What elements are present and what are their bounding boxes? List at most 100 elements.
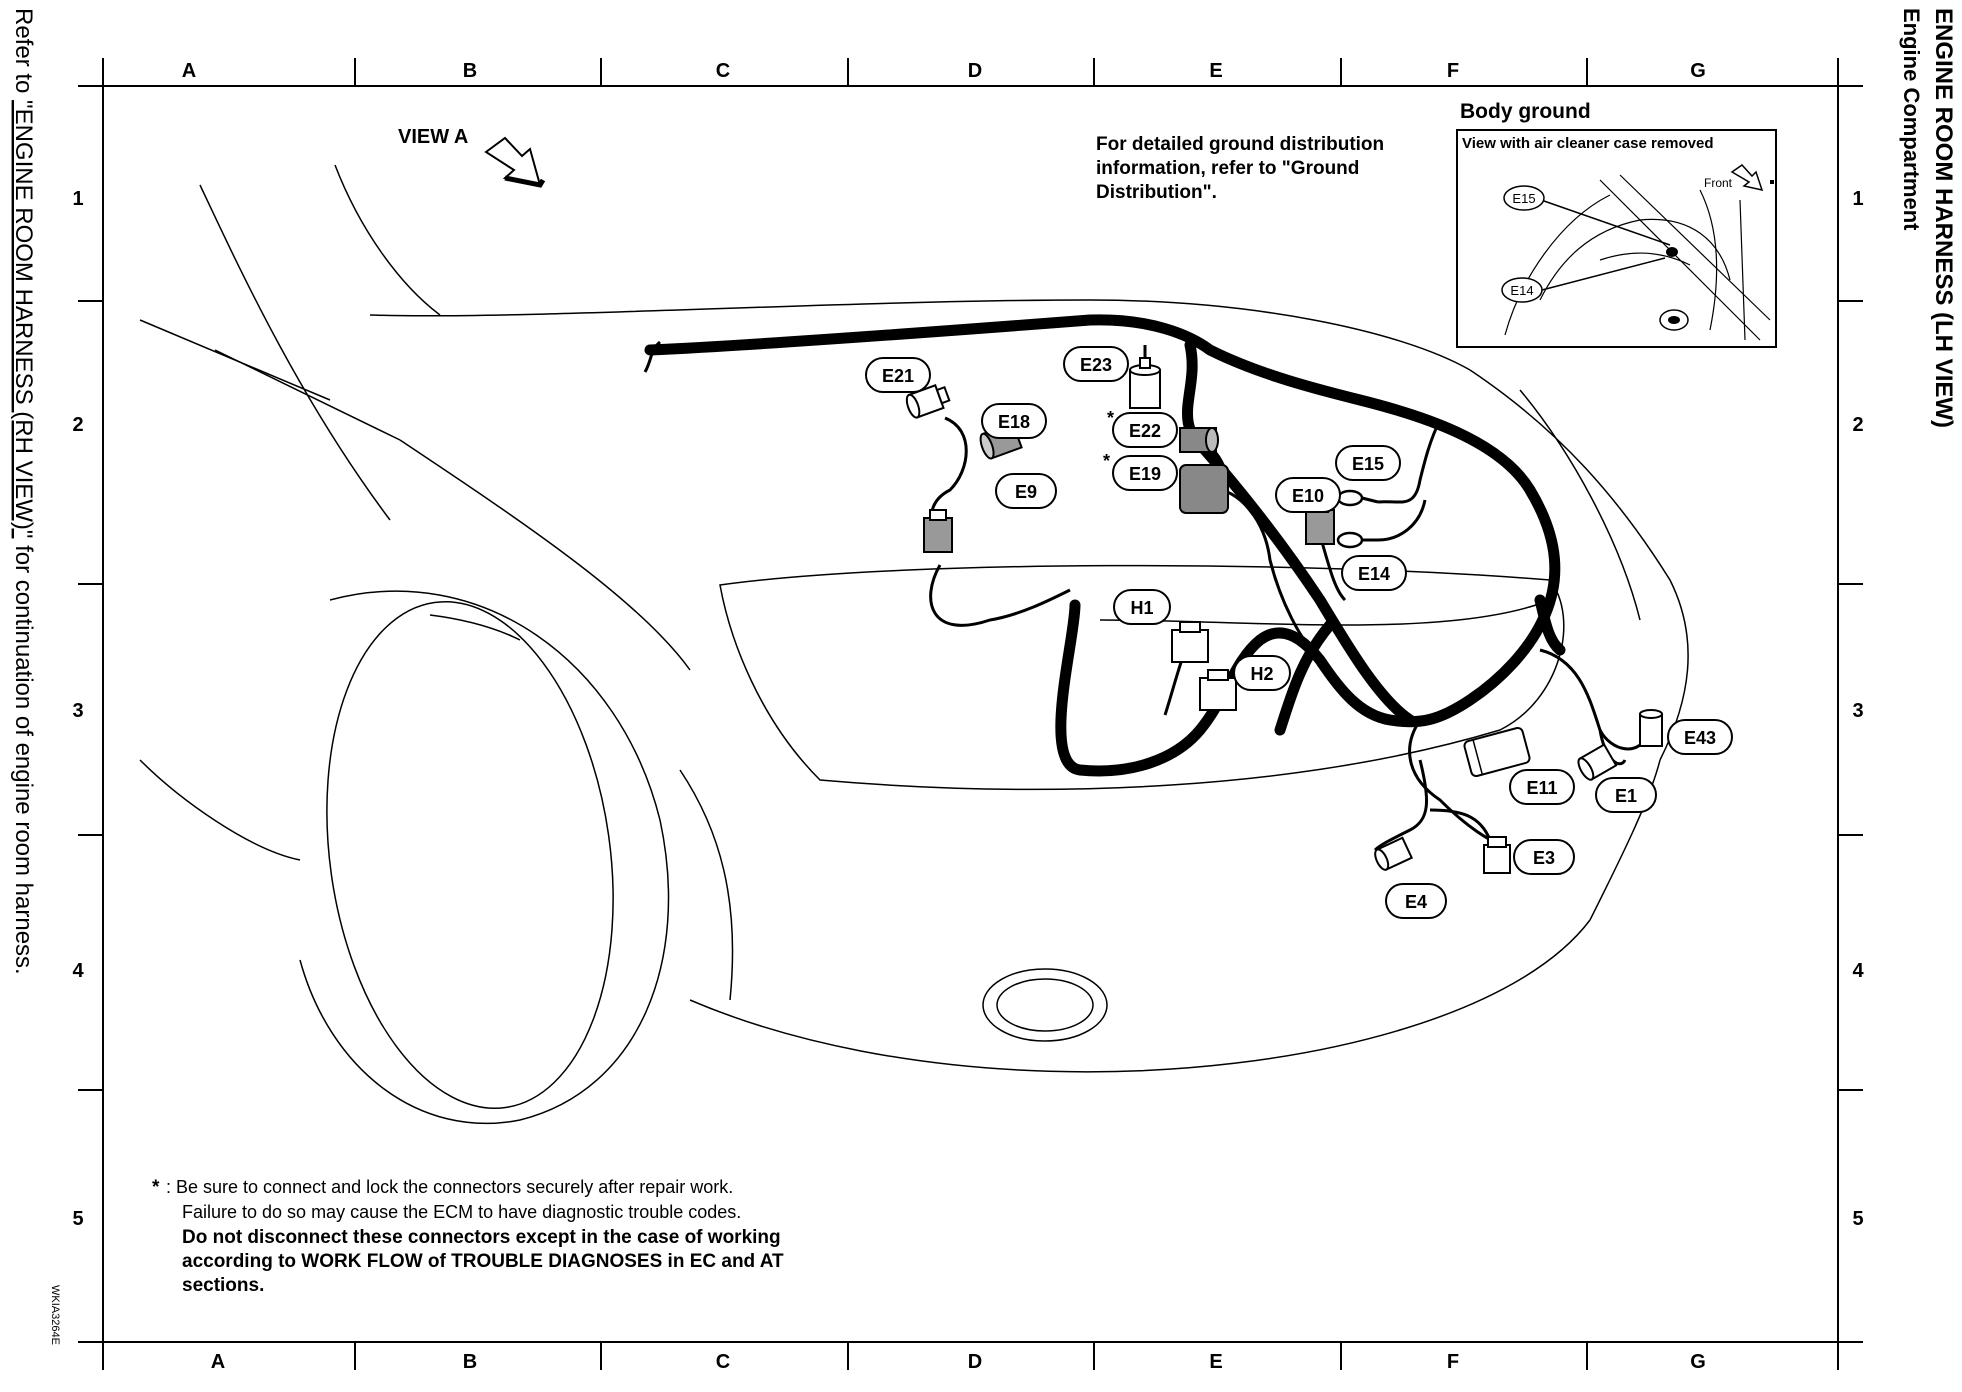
label-e9: E9: [995, 473, 1057, 509]
figure-id: WKIA3264E: [49, 1285, 61, 1345]
col-label: A: [182, 60, 196, 82]
e22-connector: [1179, 427, 1219, 453]
row-label: 4: [1852, 960, 1864, 982]
row-label: 1: [72, 188, 83, 210]
view-a-label: VIEW A: [398, 126, 468, 148]
col-label: E: [1209, 1351, 1222, 1373]
e19-connector: [1179, 464, 1229, 514]
e1-connector: [1577, 743, 1618, 781]
row-label: 2: [1852, 414, 1863, 436]
svg-text:Failure to do so may cause the: Failure to do so may cause the ECM to ha…: [182, 1202, 741, 1222]
svg-text:E22: E22: [1129, 421, 1161, 441]
e14-connector: [1336, 531, 1378, 549]
label-e23: E23: [1063, 346, 1129, 382]
row-label: 4: [72, 960, 84, 982]
refer-link[interactable]: "ENGINE ROOM HARNESS (RH VIEW)": [10, 100, 37, 538]
svg-text:E23: E23: [1080, 355, 1112, 375]
row-label: 5: [72, 1208, 83, 1230]
connector-labels: E21 E23 * E22 * E19 E18 E9 E15: [865, 346, 1733, 919]
ground-distribution-note: For detailed ground distribution informa…: [1096, 134, 1384, 203]
col-label: A: [211, 1351, 225, 1373]
grid-frame: [78, 58, 1863, 1370]
svg-text:E43: E43: [1684, 728, 1716, 748]
side-reference: Refer to "ENGINE ROOM HARNESS (RH VIEW)"…: [10, 8, 37, 975]
e43-connector: [1639, 709, 1663, 747]
svg-text:E11: E11: [1526, 778, 1557, 798]
svg-text:information, refer to "Ground: information, refer to "Ground: [1096, 158, 1359, 179]
col-label: B: [463, 1351, 477, 1373]
row-label: 5: [1852, 1208, 1863, 1230]
svg-text:E21: E21: [882, 366, 914, 386]
label-h1: H1: [1113, 589, 1171, 625]
svg-text:H2: H2: [1250, 664, 1273, 684]
page-title: ENGINE ROOM HARNESS (LH VIEW): [1930, 8, 1957, 428]
svg-text:For detailed ground distributi: For detailed ground distribution: [1096, 134, 1384, 155]
col-label: F: [1447, 1351, 1459, 1373]
refer-prefix: Refer to: [10, 8, 37, 100]
e3-connector: [1483, 836, 1511, 874]
e9-connector: [923, 509, 953, 553]
vehicle-outline: [139, 164, 1689, 1125]
inset-label-e14: E14: [1501, 277, 1543, 303]
col-label: G: [1690, 60, 1706, 82]
side-subtitle: Engine Compartment: [1899, 8, 1924, 231]
col-label: B: [463, 60, 477, 82]
row-label: 1: [1852, 188, 1863, 210]
h1-connector: [1171, 621, 1209, 663]
col-label: C: [716, 1351, 730, 1373]
label-e11: E11: [1509, 769, 1575, 805]
e15-connector: [1336, 489, 1379, 507]
body-ground-inset: Body ground View with air cleaner case r…: [1456, 100, 1777, 348]
label-e3: E3: [1513, 839, 1575, 875]
column-labels-top: A B C D E F G: [182, 60, 1706, 82]
main-harness: [643, 314, 1566, 777]
svg-text:E15: E15: [1352, 454, 1384, 474]
svg-text:E10: E10: [1292, 486, 1324, 506]
col-label: F: [1447, 60, 1459, 82]
svg-text:E19: E19: [1129, 464, 1161, 484]
e4-connector: [1374, 836, 1414, 871]
svg-text:: Be sure to connect and lock: : Be sure to connect and lock the connec…: [166, 1177, 733, 1197]
svg-text:E14: E14: [1358, 564, 1390, 584]
label-h2: H2: [1233, 655, 1291, 691]
page-subtitle: Engine Compartment: [1899, 8, 1924, 231]
e11-connector: [1463, 726, 1531, 778]
svg-text:WKIA3264E: WKIA3264E: [49, 1285, 61, 1345]
side-title: ENGINE ROOM HARNESS (LH VIEW): [1930, 8, 1957, 428]
svg-text:*: *: [1107, 408, 1114, 428]
col-label: D: [968, 1351, 982, 1373]
label-e14: E14: [1341, 555, 1407, 591]
col-label: D: [968, 60, 982, 82]
inset-label-e15: E15: [1503, 185, 1545, 211]
col-label: E: [1209, 60, 1222, 82]
column-labels-bottom: A B C D E F G: [211, 1351, 1706, 1373]
svg-text:E3: E3: [1533, 848, 1555, 868]
row-label: 3: [1852, 700, 1863, 722]
label-e43: E43: [1667, 719, 1733, 755]
svg-text:Refer to "ENGINE ROOM HARNESS: Refer to "ENGINE ROOM HARNESS (RH VIEW)"…: [10, 8, 37, 975]
refer-suffix: for continuation of engine room harness.: [10, 538, 37, 974]
label-e19: * E19: [1103, 451, 1178, 491]
footnote: * : Be sure to connect and lock the conn…: [152, 1177, 784, 1296]
label-e22: * E22: [1107, 408, 1178, 448]
view-a-callout: VIEW A: [398, 126, 546, 188]
svg-text:sections.: sections.: [182, 1275, 264, 1296]
label-e4: E4: [1385, 883, 1447, 919]
footnote-marker: *: [152, 1177, 160, 1198]
col-label: G: [1690, 1351, 1706, 1373]
svg-text:Do not disconnect these connec: Do not disconnect these connectors excep…: [182, 1227, 781, 1248]
svg-text:according to WORK FLOW of TROU: according to WORK FLOW of TROUBLE DIAGNO…: [182, 1251, 784, 1272]
e23-connector: [1129, 357, 1161, 409]
row-labels-left: 1 2 3 4 5: [72, 188, 84, 1230]
svg-text:H1: H1: [1130, 598, 1153, 618]
h2-connector: [1199, 669, 1237, 711]
view-a-arrow-icon: [484, 136, 542, 187]
svg-text:E15: E15: [1512, 191, 1535, 206]
inset-caption: View with air cleaner case removed: [1462, 135, 1714, 152]
row-label: 2: [72, 414, 83, 436]
svg-text:E9: E9: [1015, 482, 1037, 502]
svg-text:E4: E4: [1405, 892, 1427, 912]
svg-text:*: *: [1103, 451, 1110, 471]
inset-front-arrow-icon: [1730, 164, 1764, 192]
